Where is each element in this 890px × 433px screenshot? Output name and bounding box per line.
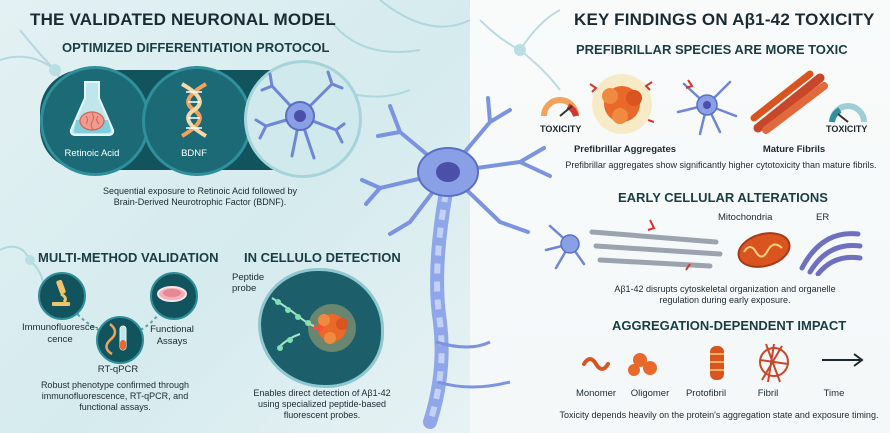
retinoic-acid-label: Retinoic Acid [64,148,120,159]
functional-assays-label: Functional Assays [150,324,194,347]
stage-fibril: Fibril [757,388,779,399]
early-caption: Aβ1-42 disrupts cytoskeletal organizatio… [614,284,836,305]
mitochondria-label: Mitochondria [718,212,773,223]
immunofluorescence-label: Immunofluoresce- cence [21,322,99,345]
aggregation-stages-illustration [582,343,864,383]
protocol-step-bdnf [142,66,252,176]
stage-protofibril: Protofibril [685,388,727,399]
prefibrillar-aggregate-illustration [589,74,655,134]
prefibrillar-caption: Prefibrillar aggregates show significant… [565,160,877,170]
petri-dish-icon [157,286,187,302]
mature-fibrils-label: Mature Fibrils [762,144,826,155]
right-title: KEY FINDINGS ON Aβ1-42 TOXICITY [574,10,875,29]
brain-icon [79,111,105,131]
bdnf-label: BDNF [181,148,207,159]
protocol-caption: Sequential exposure to Retinoic Acid fol… [102,186,298,207]
aggregation-heading: AGGREGATION-DEPENDENT IMPACT [612,318,847,333]
stage-oligomer: Oligomer [630,388,670,399]
microscope-icon [52,279,70,306]
test-tube-icon [105,323,127,356]
detection-probe-binding [271,297,356,352]
detection-caption: Enables direct detection of Aβ1-42 using… [253,388,391,420]
validation-heading: MULTI-METHOD VALIDATION [38,250,219,265]
right-panel-background [470,0,890,433]
neuron-icon [254,70,346,160]
prefibrillar-label: Prefibrillar Aggregates [573,144,677,155]
cytoskeleton-disruption-illustration [544,219,723,271]
rt-qpcr-label: RT-qPCR [97,364,139,375]
left-title: THE VALIDATED NEURONAL MODEL [30,10,336,29]
protocol-heading: OPTIMIZED DIFFERENTIATION PROTOCOL [62,40,330,55]
mitochondria-icon [737,232,791,268]
toxicity-left-label: TOXICITY [540,124,582,134]
prefibrillar-heading: PREFIBRILLAR SPECIES ARE MORE TOXIC [576,42,848,57]
peptide-probe-label: Peptide probe [232,272,265,294]
aggregation-caption: Toxicity depends heavily on the protein'… [559,410,879,420]
affected-neuron-icon [676,79,738,136]
gauge-low-icon [829,103,867,123]
er-icon [799,231,863,276]
early-heading: EARLY CELLULAR ALTERATIONS [618,190,828,205]
central-neuron-illustration [360,96,552,429]
er-label: ER [816,212,830,223]
detection-heading: IN CELLULO DETECTION [244,250,401,265]
dna-icon [181,82,207,138]
stage-time: Time [823,388,845,399]
validation-caption: Robust phenotype confirmed through immun… [40,380,190,412]
gauge-icon [541,97,579,118]
stage-monomer: Monomer [575,388,617,399]
toxicity-right-label: TOXICITY [826,124,868,134]
mature-fibrils-illustration [750,70,828,134]
protein-aggregate-icon [318,314,348,344]
